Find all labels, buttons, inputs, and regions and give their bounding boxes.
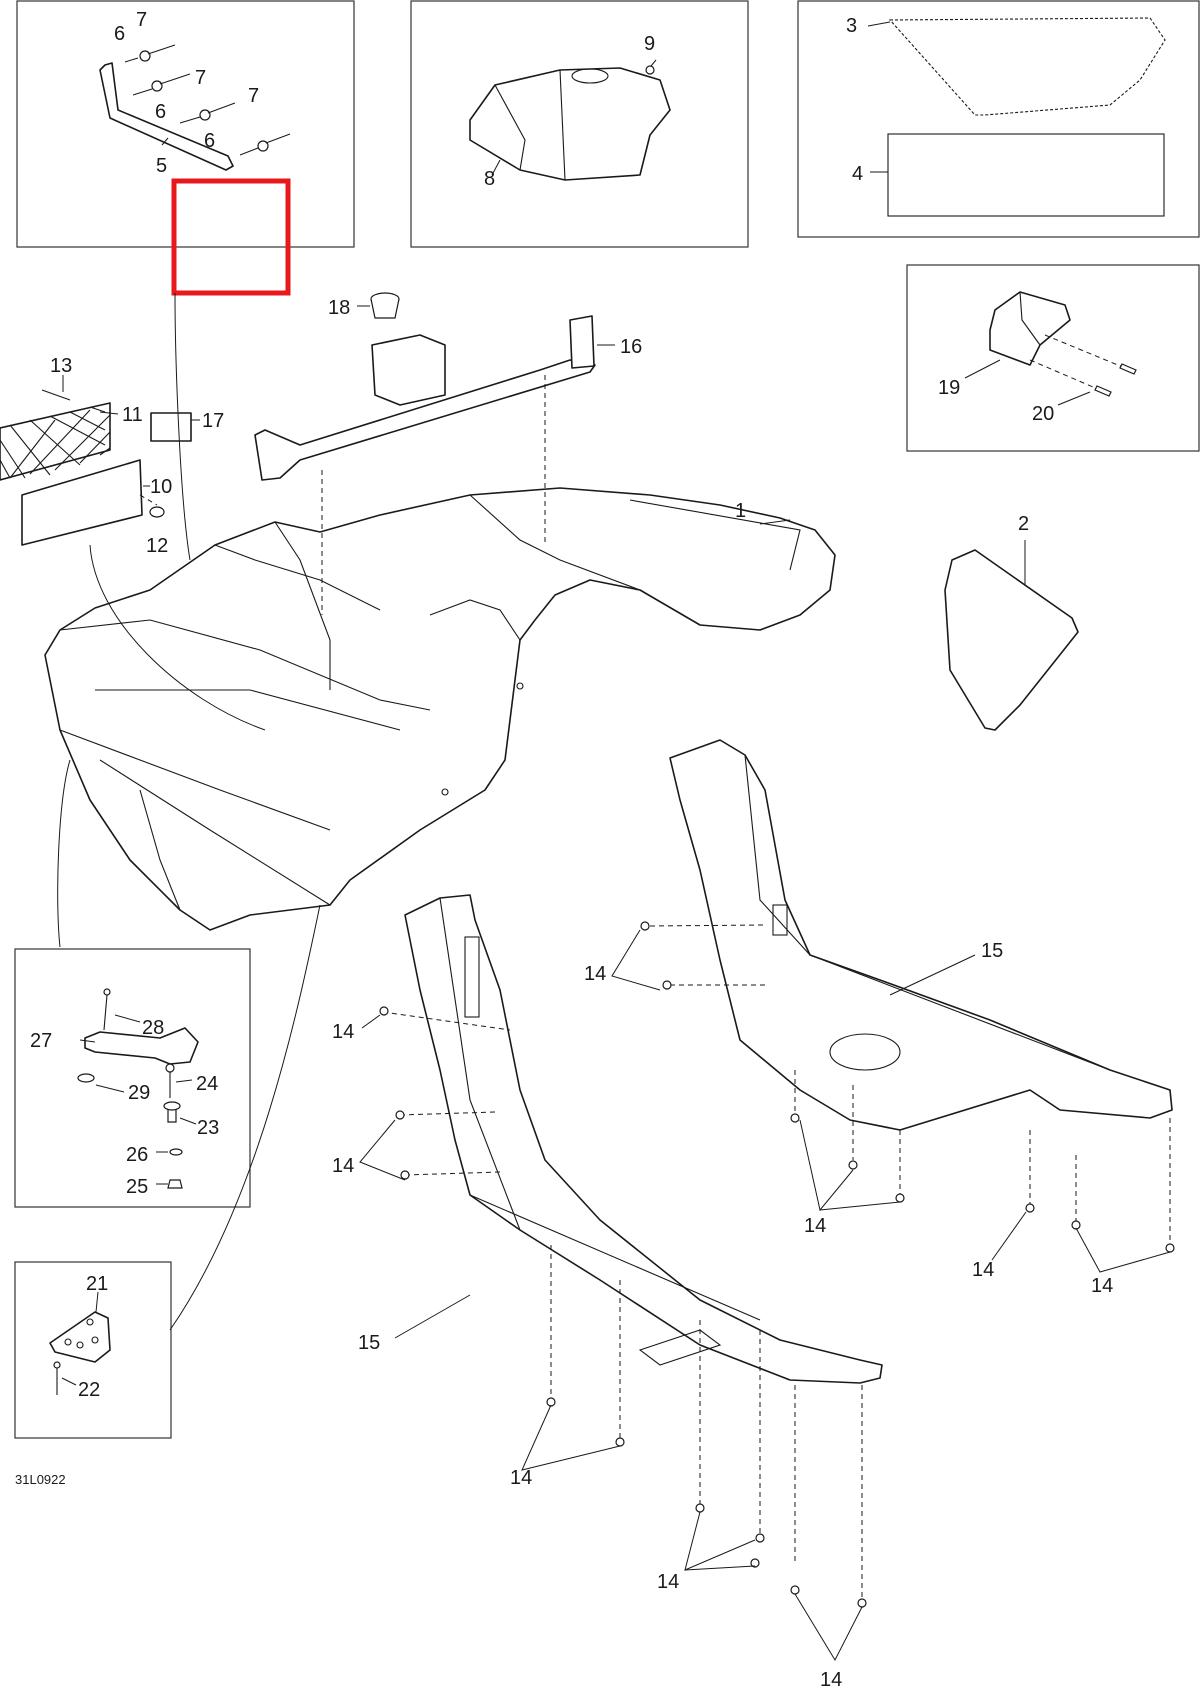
fasteners-14 xyxy=(359,921,1175,1662)
callout-14c: 14 xyxy=(332,1155,354,1177)
callout-27: 27 xyxy=(30,1030,52,1052)
callout-14e: 14 xyxy=(972,1259,994,1281)
callout-22: 22 xyxy=(78,1379,100,1401)
bumper-part xyxy=(357,292,615,346)
callout-24: 24 xyxy=(196,1073,218,1095)
main-body-assembly xyxy=(44,487,836,931)
callout-23: 23 xyxy=(197,1117,219,1139)
detail-box-trim-strip xyxy=(16,0,355,248)
callout-6a: 6 xyxy=(114,23,125,45)
callout-4: 4 xyxy=(852,163,863,185)
hull-liner-right xyxy=(649,739,1173,1246)
callout-14g: 14 xyxy=(510,1467,532,1489)
callout-13: 13 xyxy=(50,355,72,377)
callout-3: 3 xyxy=(846,15,857,37)
detail-box-plate xyxy=(14,1261,172,1439)
callout-14a: 14 xyxy=(584,963,606,985)
callout-7a: 7 xyxy=(136,9,147,31)
detail-box-handle xyxy=(14,948,251,1208)
callout-2: 2 xyxy=(1018,513,1029,535)
reinforcement-bar xyxy=(254,315,596,615)
callout-21: 21 xyxy=(86,1273,108,1295)
callout-10: 10 xyxy=(150,476,172,498)
callout-16: 16 xyxy=(620,336,642,358)
callout-7b: 7 xyxy=(195,67,206,89)
detail-box-bracket xyxy=(906,264,1200,452)
callout-6b: 6 xyxy=(155,101,166,123)
small-parts-left xyxy=(0,375,266,731)
callout-12: 12 xyxy=(146,535,168,557)
callout-20: 20 xyxy=(1032,403,1054,425)
callout-15b: 15 xyxy=(358,1332,380,1354)
callout-29: 29 xyxy=(128,1082,150,1104)
callout-5: 5 xyxy=(156,155,167,177)
detail-box-decals xyxy=(797,0,1200,238)
side-panel xyxy=(759,519,1079,731)
callout-17: 17 xyxy=(202,410,224,432)
highlight-box xyxy=(171,178,291,296)
callout-8: 8 xyxy=(484,168,495,190)
callout-14f: 14 xyxy=(1091,1275,1113,1297)
callout-14d: 14 xyxy=(804,1215,826,1237)
callout-7c: 7 xyxy=(248,85,259,107)
callout-14i: 14 xyxy=(820,1669,842,1691)
callout-18: 18 xyxy=(328,297,350,319)
callout-6c: 6 xyxy=(204,130,215,152)
callout-1: 1 xyxy=(735,500,746,522)
callout-11: 11 xyxy=(122,404,143,426)
callout-14h: 14 xyxy=(657,1571,679,1593)
detail-box-console-cover xyxy=(410,0,749,248)
callout-14b: 14 xyxy=(332,1021,354,1043)
hull-liner-center xyxy=(382,894,883,1600)
callout-28: 28 xyxy=(142,1017,164,1039)
callout-26: 26 xyxy=(126,1144,148,1166)
callout-15a: 15 xyxy=(981,940,1003,962)
drawing-code: 31L0922 xyxy=(15,1472,66,1487)
callout-19: 19 xyxy=(938,377,960,399)
callout-9: 9 xyxy=(644,33,655,55)
callout-25: 25 xyxy=(126,1176,148,1198)
